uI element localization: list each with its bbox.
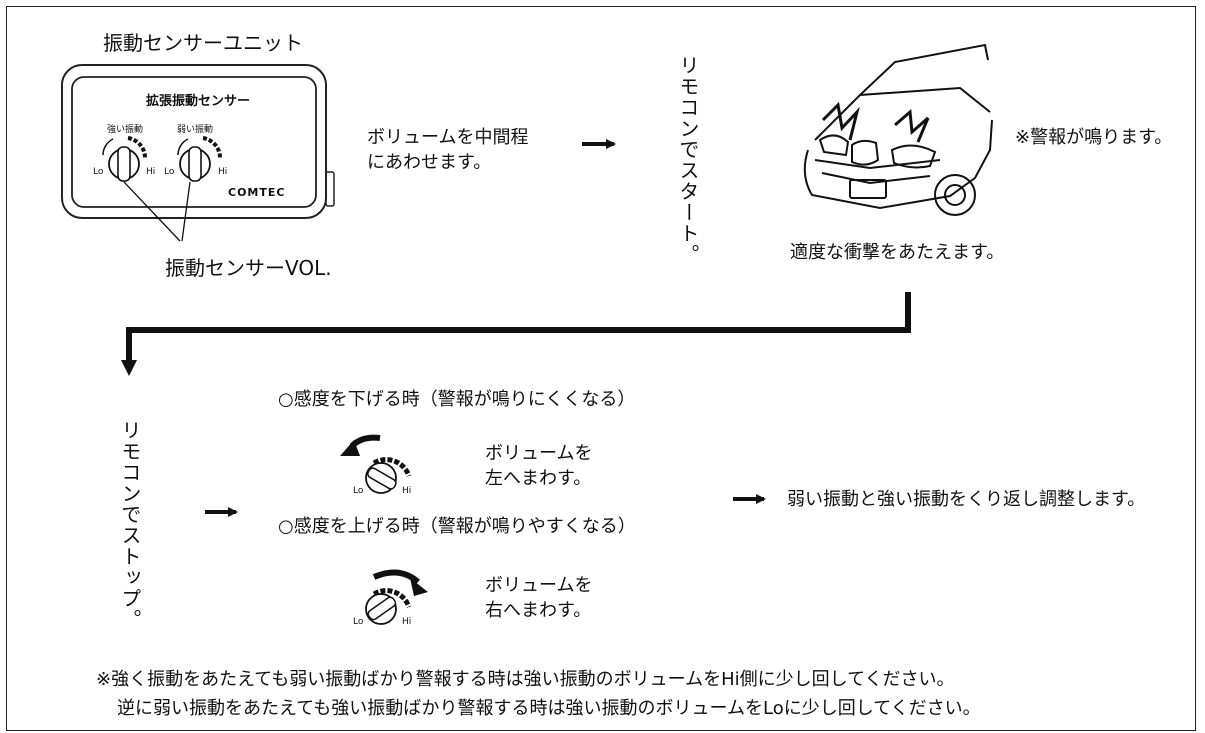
lower-line1: ボリュームを xyxy=(485,443,593,464)
remote-stop-label: リモコンでストップ。 xyxy=(118,420,142,630)
hi-label-3: Hi xyxy=(402,486,412,496)
lo-label: Lo xyxy=(93,167,104,177)
lo-label-2: Lo xyxy=(164,167,175,177)
raise-line1: ボリュームを xyxy=(485,575,593,596)
step1-line2: にあわせます。 xyxy=(367,152,492,173)
diagram-frame xyxy=(6,6,1196,731)
knob-rotate-left-icon xyxy=(340,434,412,494)
raise-line2: 右へまわす。 xyxy=(485,600,592,621)
raise-sensitivity-title: ○感度を上げる時（警報が鳴りやすくなる） xyxy=(278,516,636,537)
repeat-adjust-text: 弱い振動と強い振動をくり返し調整します。 xyxy=(787,489,1146,510)
alarm-note: ※警報が鳴ります。 xyxy=(1015,127,1173,148)
brand-logo: COMTEC xyxy=(228,186,286,199)
hi-label-2: Hi xyxy=(218,167,228,177)
vol-label: 振動センサーVOL. xyxy=(165,256,332,280)
remote-start-label: リモコンでスタート。 xyxy=(676,55,700,265)
impact-caption: 適度な衝撃をあたえます。 xyxy=(790,242,1005,263)
lower-sensitivity-title: ○感度を下げる時（警報が鳴りにくくなる） xyxy=(278,389,636,410)
strong-vibration-knob-icon xyxy=(102,136,148,182)
knob-strong-label: 強い振動 xyxy=(107,125,144,135)
footnote-line1: ※強く振動をあたえても弱い振動ばかり警報する時は強い振動のボリュームをHi側に少… xyxy=(96,669,955,690)
weak-vibration-knob-icon xyxy=(177,136,223,182)
sensor-unit-device xyxy=(61,64,335,219)
lower-line2: 左へまわす。 xyxy=(485,468,592,489)
hi-label: Hi xyxy=(146,167,156,177)
unit-title: 振動センサーユニット xyxy=(103,31,303,55)
hi-label-4: Hi xyxy=(402,617,412,627)
device-label: 拡張振動センサー xyxy=(146,94,251,109)
knob-rotate-right-icon xyxy=(365,569,428,625)
knob-weak-label: 弱い振動 xyxy=(177,125,214,135)
lo-label-3: Lo xyxy=(353,486,364,496)
footnote-line2: 逆に弱い振動をあたえても強い振動ばかり警報する時は強い振動のボリュームをLoに少… xyxy=(117,698,981,719)
step1-line1: ボリュームを中間程 xyxy=(367,127,529,148)
lo-label-4: Lo xyxy=(353,617,364,627)
car-illustration xyxy=(803,43,993,216)
